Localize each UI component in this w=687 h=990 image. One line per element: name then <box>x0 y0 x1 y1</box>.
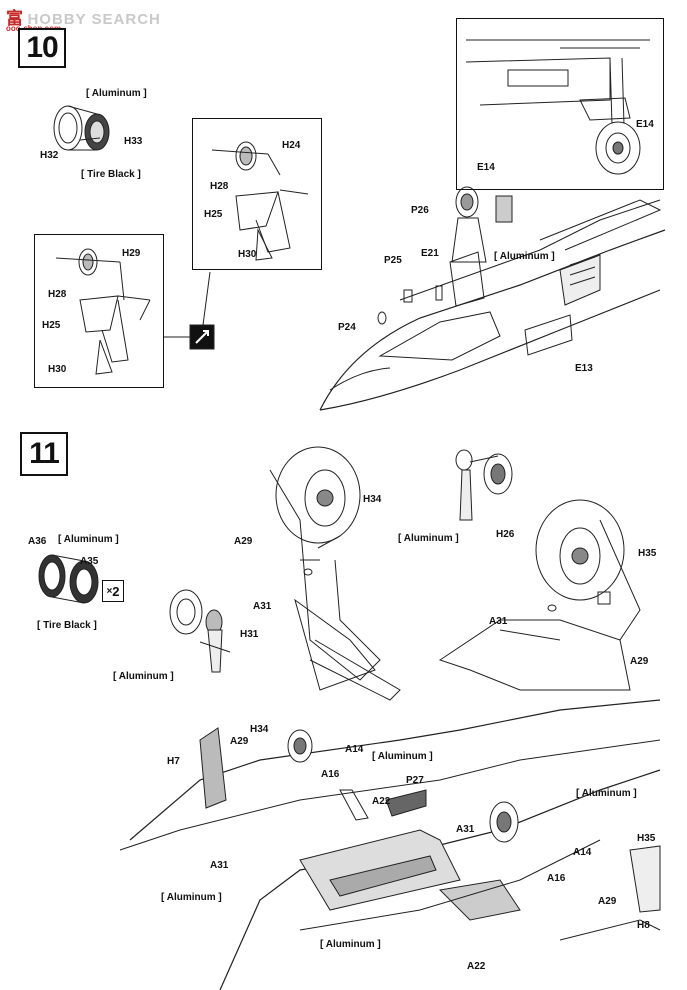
detail-box-inset <box>456 18 664 190</box>
wheel-h32-h33-drawing <box>53 105 110 151</box>
part-label-h25-left: H25 <box>42 320 61 331</box>
part-label-e14-inset: E14 <box>636 119 654 130</box>
part-label-a31-mid: A31 <box>456 824 475 835</box>
paint-label-aluminum-h26: [ Aluminum ] <box>398 533 459 544</box>
step-number-11: 11 <box>20 432 68 476</box>
watermark-name: HOBBY SEARCH <box>27 11 161 28</box>
part-label-p24: P24 <box>338 322 356 333</box>
part-label-a29-right-bottom: A29 <box>598 896 617 907</box>
gear-h26-drawing <box>455 449 513 521</box>
part-label-h30: H30 <box>238 249 257 260</box>
nose-gear-h31-drawing <box>169 589 231 673</box>
part-label-a36: A36 <box>28 536 47 547</box>
part-label-h32: H32 <box>40 150 59 161</box>
aircraft-nose-drawing <box>319 186 666 411</box>
detail-box-zoom <box>192 118 322 270</box>
paint-label-aluminum-gear: [ Aluminum ] <box>494 251 555 262</box>
part-label-a22-bottom: A22 <box>467 961 486 972</box>
paint-label-tire-black: [ Tire Black ] <box>81 169 141 180</box>
paint-label-aluminum-bottom: [ Aluminum ] <box>320 939 381 950</box>
paint-label-aluminum: [ Aluminum ] <box>86 88 147 99</box>
part-label-a31: A31 <box>253 601 272 612</box>
paint-label-aluminum-wheel11: [ Aluminum ] <box>58 534 119 545</box>
part-label-h25: H25 <box>204 209 223 220</box>
part-label-h33: H33 <box>124 136 143 147</box>
wheel-a35-a36-drawing <box>38 554 99 604</box>
part-label-h24: H24 <box>282 140 301 151</box>
watermark-brand: 富 <box>6 9 23 28</box>
part-label-h34-bottom: H34 <box>250 724 269 735</box>
arrow-step10 <box>163 271 215 350</box>
part-label-h8: H8 <box>637 920 650 931</box>
paint-label-aluminum-right: [ Aluminum ] <box>576 788 637 799</box>
multiply-symbol: × <box>106 585 113 597</box>
main-gear-h35-drawing <box>438 499 641 691</box>
part-label-h35: H35 <box>638 548 657 559</box>
part-label-a22: A22 <box>372 796 391 807</box>
part-label-h26: H26 <box>496 529 515 540</box>
part-label-e21: E21 <box>421 248 439 259</box>
part-label-h7: H7 <box>167 756 180 767</box>
part-label-a16: A16 <box>321 769 340 780</box>
part-label-a14: A14 <box>345 744 364 755</box>
part-label-p25: P25 <box>384 255 402 266</box>
part-label-a29: A29 <box>234 536 253 547</box>
airframe-underside-drawing <box>119 699 661 990</box>
quantity-value: 2 <box>112 583 120 599</box>
part-label-h29: H29 <box>122 248 141 259</box>
part-label-h30-left: H30 <box>48 364 67 375</box>
paint-label-aluminum-a14: [ Aluminum ] <box>372 751 433 762</box>
part-label-h28: H28 <box>210 181 229 192</box>
detail-box-left <box>34 234 164 388</box>
paint-label-aluminum-h31: [ Aluminum ] <box>113 671 174 682</box>
part-label-a35: A35 <box>80 556 99 567</box>
part-label-a16-right: A16 <box>547 873 566 884</box>
inset-gear-bay-drawing <box>465 39 650 175</box>
gear-box-zoom-drawing <box>211 141 309 261</box>
part-label-a31-left: A31 <box>210 860 229 871</box>
part-label-p27: P27 <box>406 775 424 786</box>
gear-box-left-drawing <box>55 248 151 375</box>
part-label-h35-bottom: H35 <box>637 833 656 844</box>
part-label-h28-left: H28 <box>48 289 67 300</box>
part-label-p26: P26 <box>411 205 429 216</box>
paint-label-aluminum-left: [ Aluminum ] <box>161 892 222 903</box>
part-label-e14: E14 <box>477 162 495 173</box>
part-label-h34: H34 <box>363 494 382 505</box>
part-label-h31: H31 <box>240 629 259 640</box>
quantity-box: ×2 <box>102 580 124 602</box>
main-gear-h34-drawing <box>269 446 401 701</box>
step-number-10: 10 <box>18 28 66 68</box>
part-label-e13: E13 <box>575 363 593 374</box>
part-label-a29-right: A29 <box>630 656 649 667</box>
paint-label-tire-black-11: [ Tire Black ] <box>37 620 97 631</box>
part-label-a14-right: A14 <box>573 847 592 858</box>
part-label-a31-right: A31 <box>489 616 508 627</box>
part-label-a29-bottom: A29 <box>230 736 249 747</box>
